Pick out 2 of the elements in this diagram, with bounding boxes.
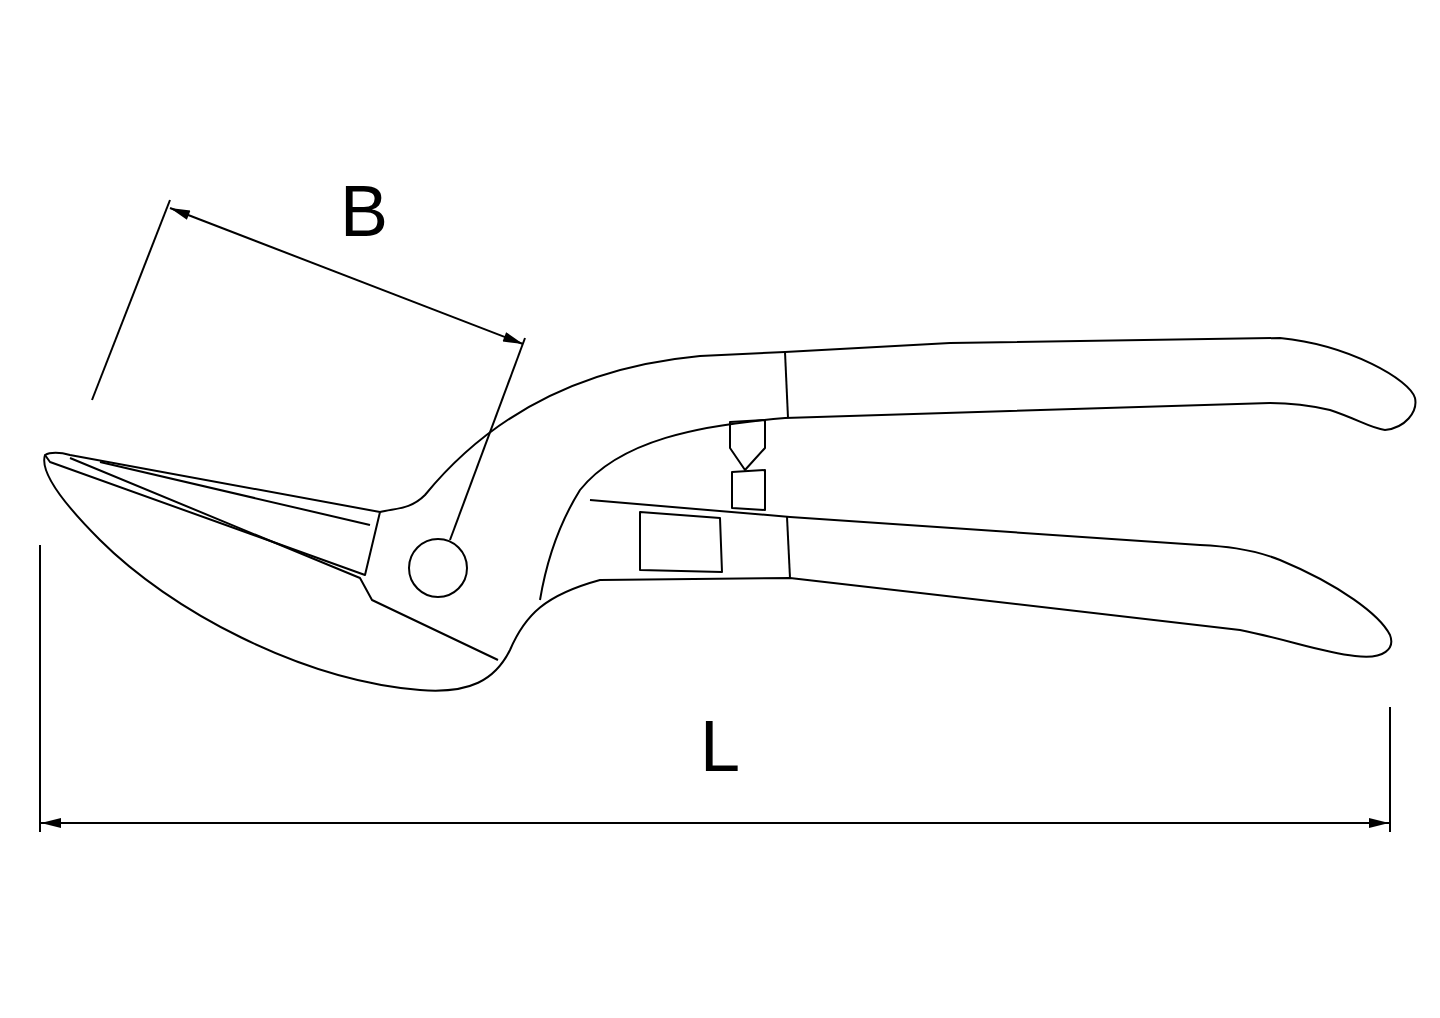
dimension-label: L [700,710,741,782]
dimension-label: B [340,175,389,247]
